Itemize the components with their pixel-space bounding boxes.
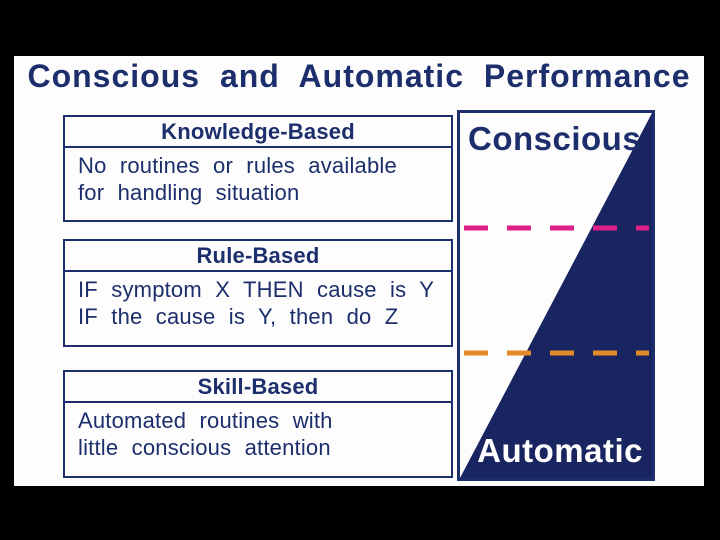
slide: Conscious and Automatic Performance Know…: [14, 56, 704, 486]
description-line: Automated routines with: [78, 408, 333, 433]
conscious-label: Conscious: [468, 120, 642, 157]
automatic-label: Automatic: [477, 432, 643, 469]
skill-based-description: Automated routines with little conscious…: [65, 403, 451, 461]
automatic-triangle: [460, 113, 652, 478]
description-line: little conscious attention: [78, 435, 331, 460]
level-box-knowledge-based: Knowledge-Based No routines or rules ava…: [63, 115, 453, 222]
level-box-rule-based: Rule-Based IF symptom X THEN cause is Y …: [63, 239, 453, 347]
rule-based-description: IF symptom X THEN cause is Y IF the caus…: [65, 272, 451, 330]
slide-title: Conscious and Automatic Performance: [27, 58, 691, 94]
conscious-automatic-triangle-diagram: [460, 113, 652, 478]
description-line: No routines or rules available: [78, 153, 397, 178]
skill-based-heading: Skill-Based: [65, 372, 451, 403]
knowledge-based-description: No routines or rules available for handl…: [65, 148, 451, 206]
conscious-automatic-panel: Conscious Automatic: [457, 110, 655, 481]
description-line: IF the cause is Y, then do Z: [78, 304, 399, 329]
description-line: IF symptom X THEN cause is Y: [78, 277, 435, 302]
description-line: for handling situation: [78, 180, 300, 205]
knowledge-based-heading: Knowledge-Based: [65, 117, 451, 148]
level-box-skill-based: Skill-Based Automated routines with litt…: [63, 370, 453, 478]
rule-based-heading: Rule-Based: [65, 241, 451, 272]
